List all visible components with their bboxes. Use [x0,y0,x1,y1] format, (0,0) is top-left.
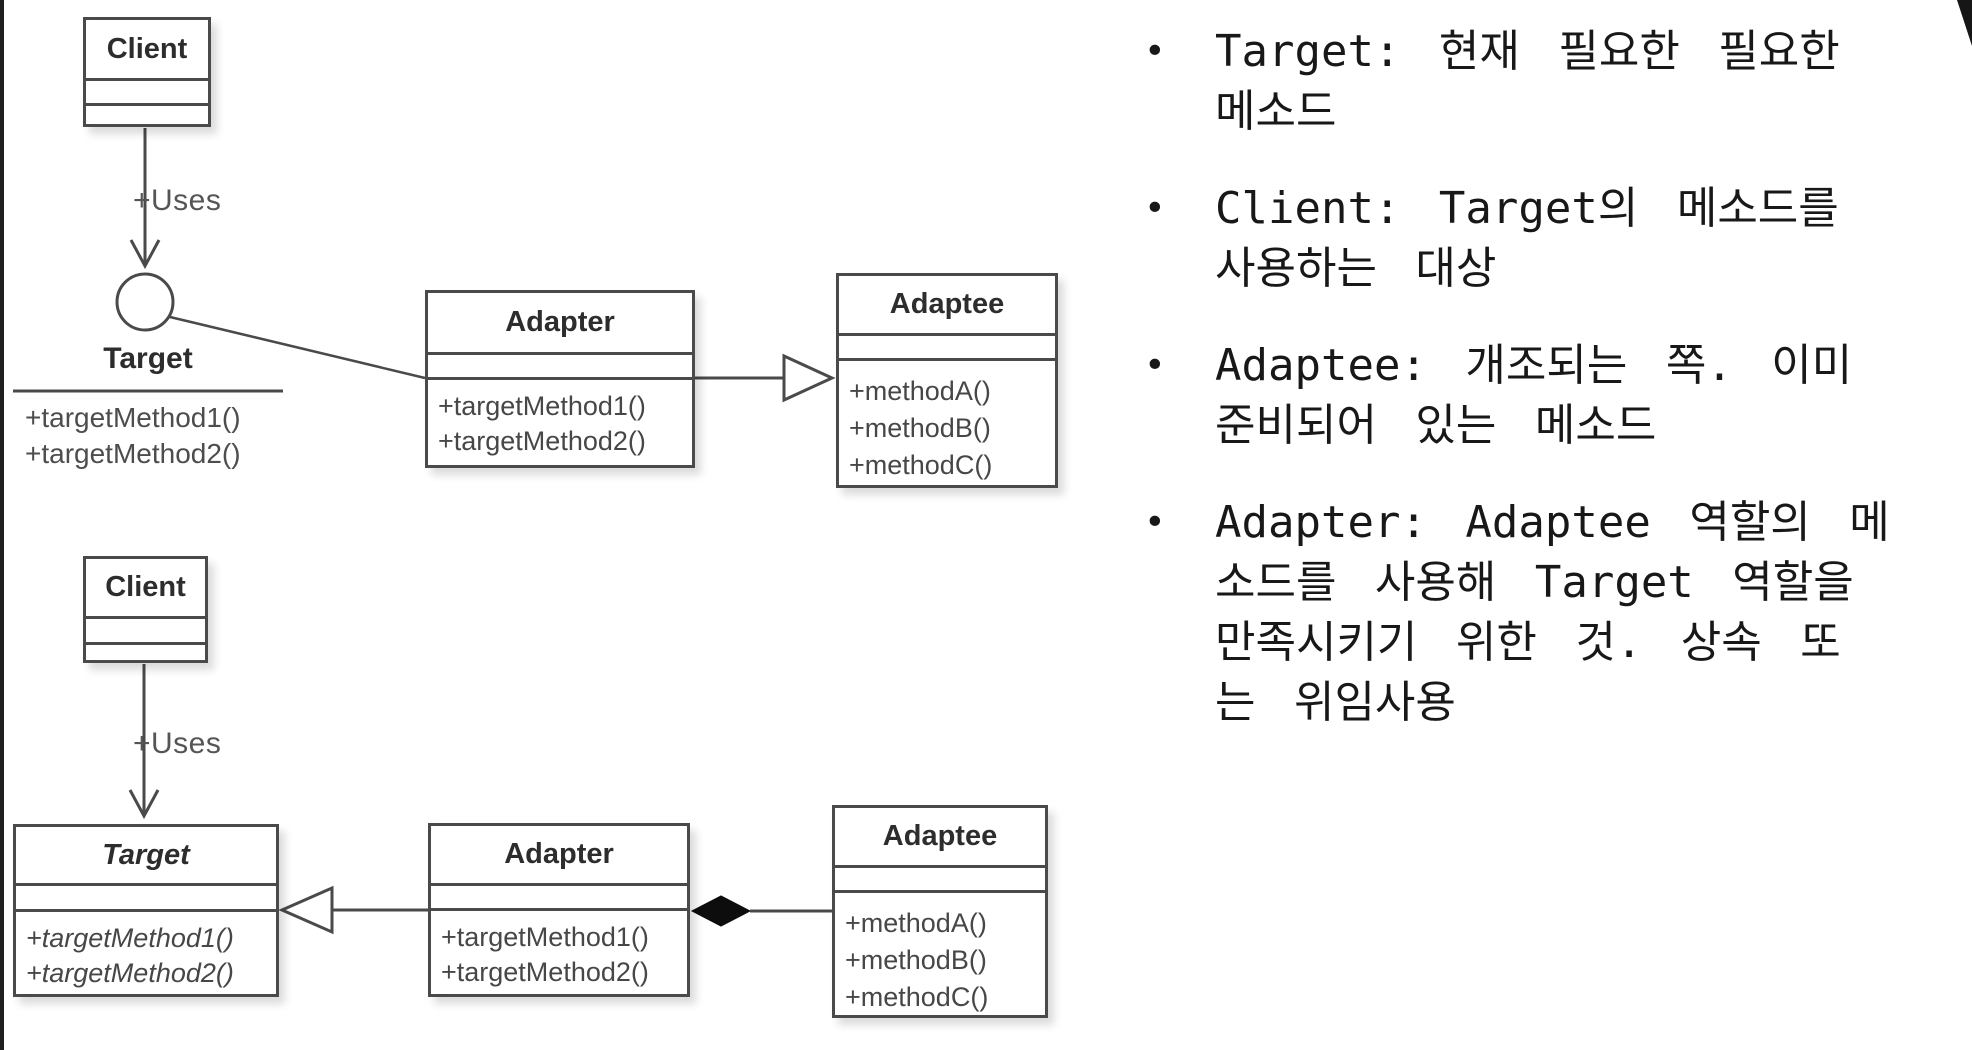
bullet-line: 사용하는 대상 [1215,243,1497,294]
method-label: +targetMethod2() [441,957,649,987]
class-title: Adapter [428,293,692,355]
bullet-line: 소드를 사용해 Target 역할을 [1215,557,1854,608]
bullet-item-adaptee: • Adaptee: 개조되는 쪽. 이미 준비되어 있는 메소드 [1128,336,1958,456]
class-title: Target [16,827,276,886]
uses-label-bottom: +Uses [133,727,222,760]
methods-compartment: +methodA() +methodB() +methodC() [835,893,1045,1016]
class-title: Adaptee [835,808,1045,868]
method-label: +methodC() [845,982,989,1012]
bullet-item-target: • Target: 현재 필요한 필요한 메소드 [1128,22,1958,142]
bullet-line: 메소드 [1215,86,1337,137]
attributes-compartment [16,886,276,912]
class-title: Client [86,20,208,81]
attributes-compartment [86,81,208,106]
attributes-compartment [431,886,687,911]
uses-label-top: +Uses [133,184,222,217]
notes-panel: • Target: 현재 필요한 필요한 메소드 • Client: Targe… [1128,22,1958,770]
method-label: +targetMethod2() [26,958,234,988]
attributes-compartment [428,355,692,380]
method-label: +targetMethod1() [25,402,241,433]
class-title: Adapter [431,826,687,886]
bullet-icon: • [1144,31,1166,72]
page-curl-corner [1957,0,1972,46]
bullet-icon: • [1144,188,1166,229]
bullet-line: 준비되어 있는 메소드 [1215,400,1657,451]
methods-compartment: +targetMethod1() +targetMethod2() [431,911,687,994]
bullet-item-adapter: • Adapter: Adaptee 역할의 메 소드를 사용해 Target … [1128,493,1958,733]
bullet-text: Adapter: Adaptee 역할의 메 소드를 사용해 Target 역할… [1215,493,1958,733]
bullet-text: Target: 현재 필요한 필요한 메소드 [1215,22,1958,142]
methods-compartment: +targetMethod1() +targetMethod2() [428,380,692,465]
class-box-client-top: Client [83,17,211,127]
lollipop-interface-methods: +targetMethod1() +targetMethod2() [25,400,241,472]
composition-diamond-icon [690,895,832,927]
method-label: +targetMethod2() [25,438,241,469]
interface-circle-icon [115,272,175,332]
attributes-compartment [86,619,205,645]
class-box-client-bottom: Client [83,556,208,663]
class-box-adaptee-bottom: Adaptee +methodA() +methodB() +methodC() [832,805,1048,1018]
left-edge-strip [0,0,4,1050]
bullet-line: Adapter: Adaptee 역할의 메 [1215,497,1890,548]
bullet-icon: • [1144,345,1166,386]
uml-adapter-pattern-diagram: Client +Uses Target +targetMethod1() +ta… [13,17,1058,1018]
bullet-line: Target: 현재 필요한 필요한 [1215,26,1840,77]
bullet-text: Adaptee: 개조되는 쪽. 이미 준비되어 있는 메소드 [1215,336,1958,456]
bullet-line: Adaptee: 개조되는 쪽. 이미 [1215,340,1853,391]
class-box-target-bottom: Target +targetMethod1() +targetMethod2() [13,824,279,997]
bullet-text: Client: Target의 메소드를 사용하는 대상 [1215,179,1958,299]
attributes-compartment [835,868,1045,893]
class-box-adaptee-top: Adaptee +methodA() +methodB() +methodC() [836,273,1058,488]
bullet-line: 만족시키기 위한 것. 상속 또 [1215,617,1841,668]
class-title: Adaptee [839,276,1055,336]
method-label: +targetMethod1() [441,922,649,952]
method-label: +targetMethod2() [438,426,646,456]
class-box-adapter-top: Adapter +targetMethod1() +targetMethod2(… [425,290,695,468]
generalization-arrow-icon [278,885,428,935]
method-label: +targetMethod1() [438,391,646,421]
method-label: +methodA() [845,908,987,938]
bullet-item-client: • Client: Target의 메소드를 사용하는 대상 [1128,179,1958,299]
realization-arrow-icon [695,353,836,403]
method-label: +methodB() [845,945,987,975]
methods-compartment: +methodA() +methodB() +methodC() [839,361,1055,485]
method-label: +methodC() [849,450,993,480]
lollipop-interface-name: Target [103,342,193,375]
attributes-compartment [839,336,1055,361]
method-label: +methodA() [849,376,991,406]
bullet-icon: • [1144,502,1166,543]
class-box-adapter-bottom: Adapter +targetMethod1() +targetMethod2(… [428,823,690,997]
class-title: Client [86,559,205,619]
method-label: +targetMethod1() [26,923,234,953]
bullet-line: Client: Target의 메소드를 [1215,183,1839,234]
method-label: +methodB() [849,413,991,443]
methods-compartment: +targetMethod1() +targetMethod2() [16,912,276,994]
bullet-line: 는 위임사용 [1215,677,1456,728]
